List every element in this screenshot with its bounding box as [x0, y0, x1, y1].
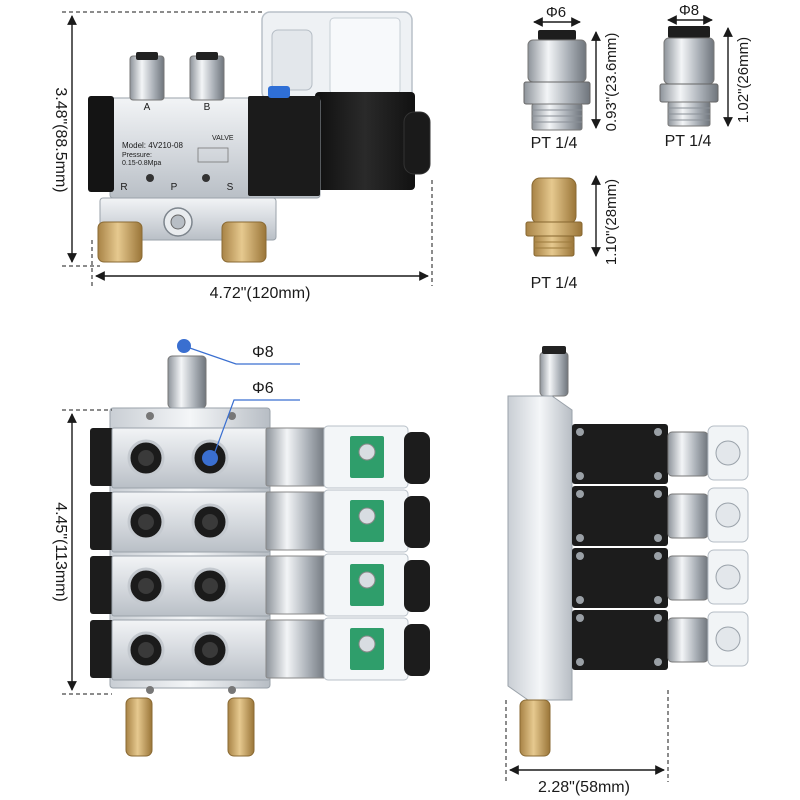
plate-pressure-value: 0.15-0.8Mpa: [122, 160, 161, 167]
side-valve-unit: [572, 486, 749, 546]
fitting-phi8-illustration: [659, 26, 719, 127]
valve-word: VALVE: [212, 135, 234, 142]
fitting-phi8-dimensions: [667, 15, 733, 127]
port-a-label: A: [144, 102, 151, 113]
fitting-phi8-length: 1.02"(26mm): [735, 37, 752, 123]
single-valve-illustration: [88, 11, 431, 263]
front-valve-unit: [90, 425, 430, 489]
muffler-thread: PT 1/4: [531, 275, 578, 292]
manifold-height-dimension: [62, 409, 112, 695]
fitting-phi6-length: 0.93"(23.6mm): [603, 33, 620, 132]
plate-model: Model: 4V210-08: [122, 141, 183, 150]
fitting-phi6-dimensions: [533, 17, 601, 129]
fitting-phi8-diameter: Φ8: [679, 2, 699, 19]
side-valve-unit: [572, 424, 749, 484]
port-s-label: S: [227, 182, 234, 193]
front-valve-unit: [90, 617, 430, 681]
manifold-side-illustration: [507, 346, 573, 757]
top-valve-height-dimension: [62, 11, 262, 267]
fitting-phi6-diameter: Φ6: [546, 4, 566, 21]
top-valve-height-label: 3.48"(88.5mm): [52, 87, 69, 192]
port-b-label: B: [204, 102, 211, 113]
front-valve-unit: [90, 489, 430, 553]
manifold-front-valves: [90, 425, 430, 681]
phi8-callout-label: Φ8: [252, 344, 274, 361]
port-r-label: R: [120, 182, 127, 193]
manifold-height-label: 4.45"(113mm): [52, 502, 69, 602]
port-p-label: P: [171, 182, 178, 193]
top-valve-width-dimension: [91, 180, 433, 286]
top-valve-width-label: 4.72"(120mm): [210, 285, 311, 302]
side-valve-unit: [572, 548, 749, 608]
fitting-phi6-illustration: [523, 30, 591, 131]
manifold-side-width-label: 2.28"(58mm): [538, 779, 630, 796]
fitting-phi6-thread: PT 1/4: [531, 135, 578, 152]
front-valve-unit: [90, 553, 430, 617]
fitting-phi8-thread: PT 1/4: [665, 133, 712, 150]
phi6-callout-label: Φ6: [252, 380, 274, 397]
side-valve-unit: [572, 610, 749, 670]
phi8-callout-leader: [183, 345, 300, 365]
plate-pressure-label: Pressure:: [122, 152, 152, 159]
muffler-length: 1.10"(28mm): [603, 179, 620, 265]
phi6-callout-leader: [207, 399, 300, 465]
manifold-side-valves: [572, 424, 749, 670]
manifold-side-width-dimension: [505, 690, 669, 782]
muffler-illustration: [525, 177, 583, 257]
